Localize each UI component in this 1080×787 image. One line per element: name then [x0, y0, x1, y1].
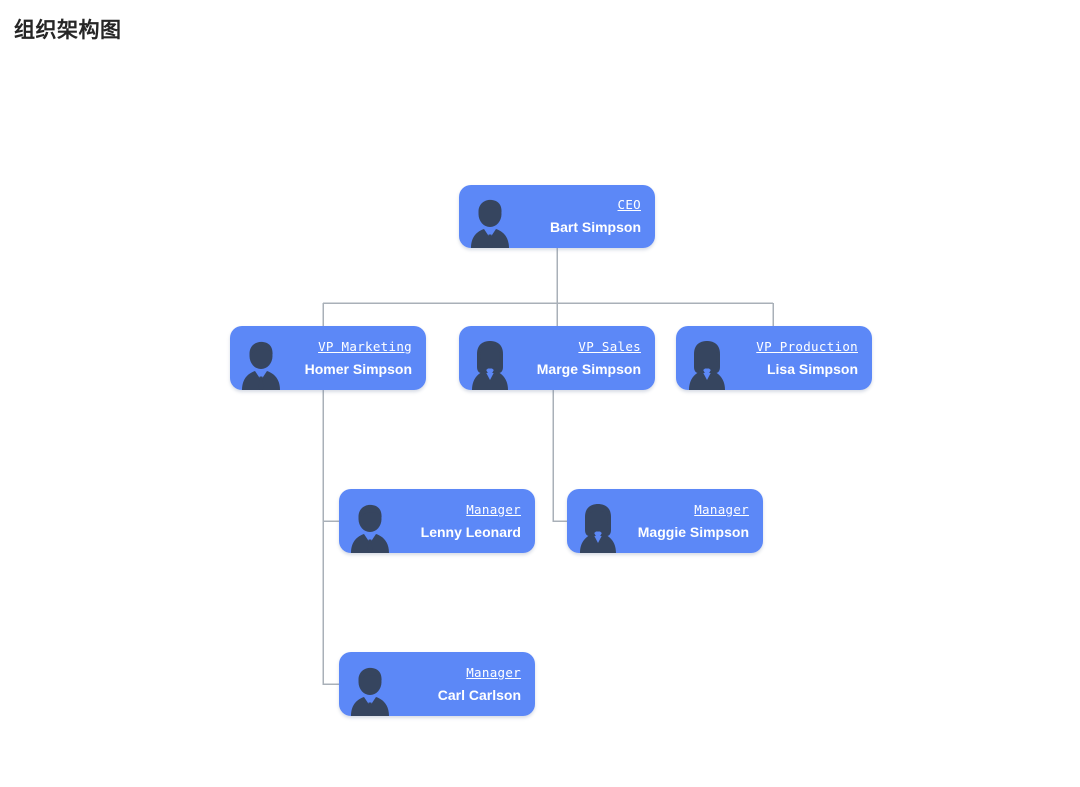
org-node-role: VP Sales [578, 338, 641, 354]
female-avatar-icon [567, 489, 623, 553]
org-node-text: Manager Carl Carlson [395, 664, 535, 705]
org-node-role: VP Marketing [318, 338, 412, 354]
org-node-name: Bart Simpson [549, 219, 641, 235]
org-node-role: VP Production [756, 338, 858, 354]
org-node-role: Manager [694, 501, 749, 517]
org-node-text: Manager Maggie Simpson [623, 501, 763, 542]
edge-vp-marketing-trunk [322, 390, 339, 685]
male-avatar-icon [459, 185, 515, 248]
org-node-role: Manager [466, 664, 521, 680]
female-avatar-icon [459, 326, 515, 390]
org-node-text: VP Marketing Homer Simpson [286, 338, 426, 379]
org-node-manager-lenny[interactable]: Manager Lenny Leonard [339, 489, 535, 553]
male-avatar-icon [339, 489, 395, 553]
org-node-name: Marge Simpson [536, 360, 641, 377]
male-avatar-icon [339, 652, 395, 716]
org-node-name: Carl Carlson [437, 686, 521, 703]
org-node-manager-carl[interactable]: Manager Carl Carlson [339, 652, 535, 716]
org-node-text: VP Production Lisa Simpson [732, 338, 872, 379]
page-title: 组织架构图 [14, 19, 122, 42]
org-node-name: Homer Simpson [304, 360, 412, 377]
org-node-name: Lenny Leonard [420, 523, 521, 540]
org-node-text: CEO Bart Simpson [515, 196, 655, 237]
org-node-vp-production[interactable]: VP Production Lisa Simpson [676, 326, 872, 390]
org-node-vp-sales[interactable]: VP Sales Marge Simpson [459, 326, 655, 390]
org-node-vp-marketing[interactable]: VP Marketing Homer Simpson [230, 326, 426, 390]
org-node-text: VP Sales Marge Simpson [515, 338, 655, 379]
org-node-ceo[interactable]: CEO Bart Simpson [459, 185, 655, 248]
org-node-manager-maggie[interactable]: Manager Maggie Simpson [567, 489, 763, 553]
org-node-name: Lisa Simpson [766, 360, 858, 377]
edge-vp-sales-to-maggie [552, 390, 567, 522]
org-node-role: CEO [617, 197, 641, 212]
male-avatar-icon [230, 326, 286, 390]
org-node-text: Manager Lenny Leonard [395, 501, 535, 542]
org-node-name: Maggie Simpson [637, 523, 749, 540]
org-node-role: Manager [466, 501, 521, 517]
female-avatar-icon [676, 326, 732, 390]
